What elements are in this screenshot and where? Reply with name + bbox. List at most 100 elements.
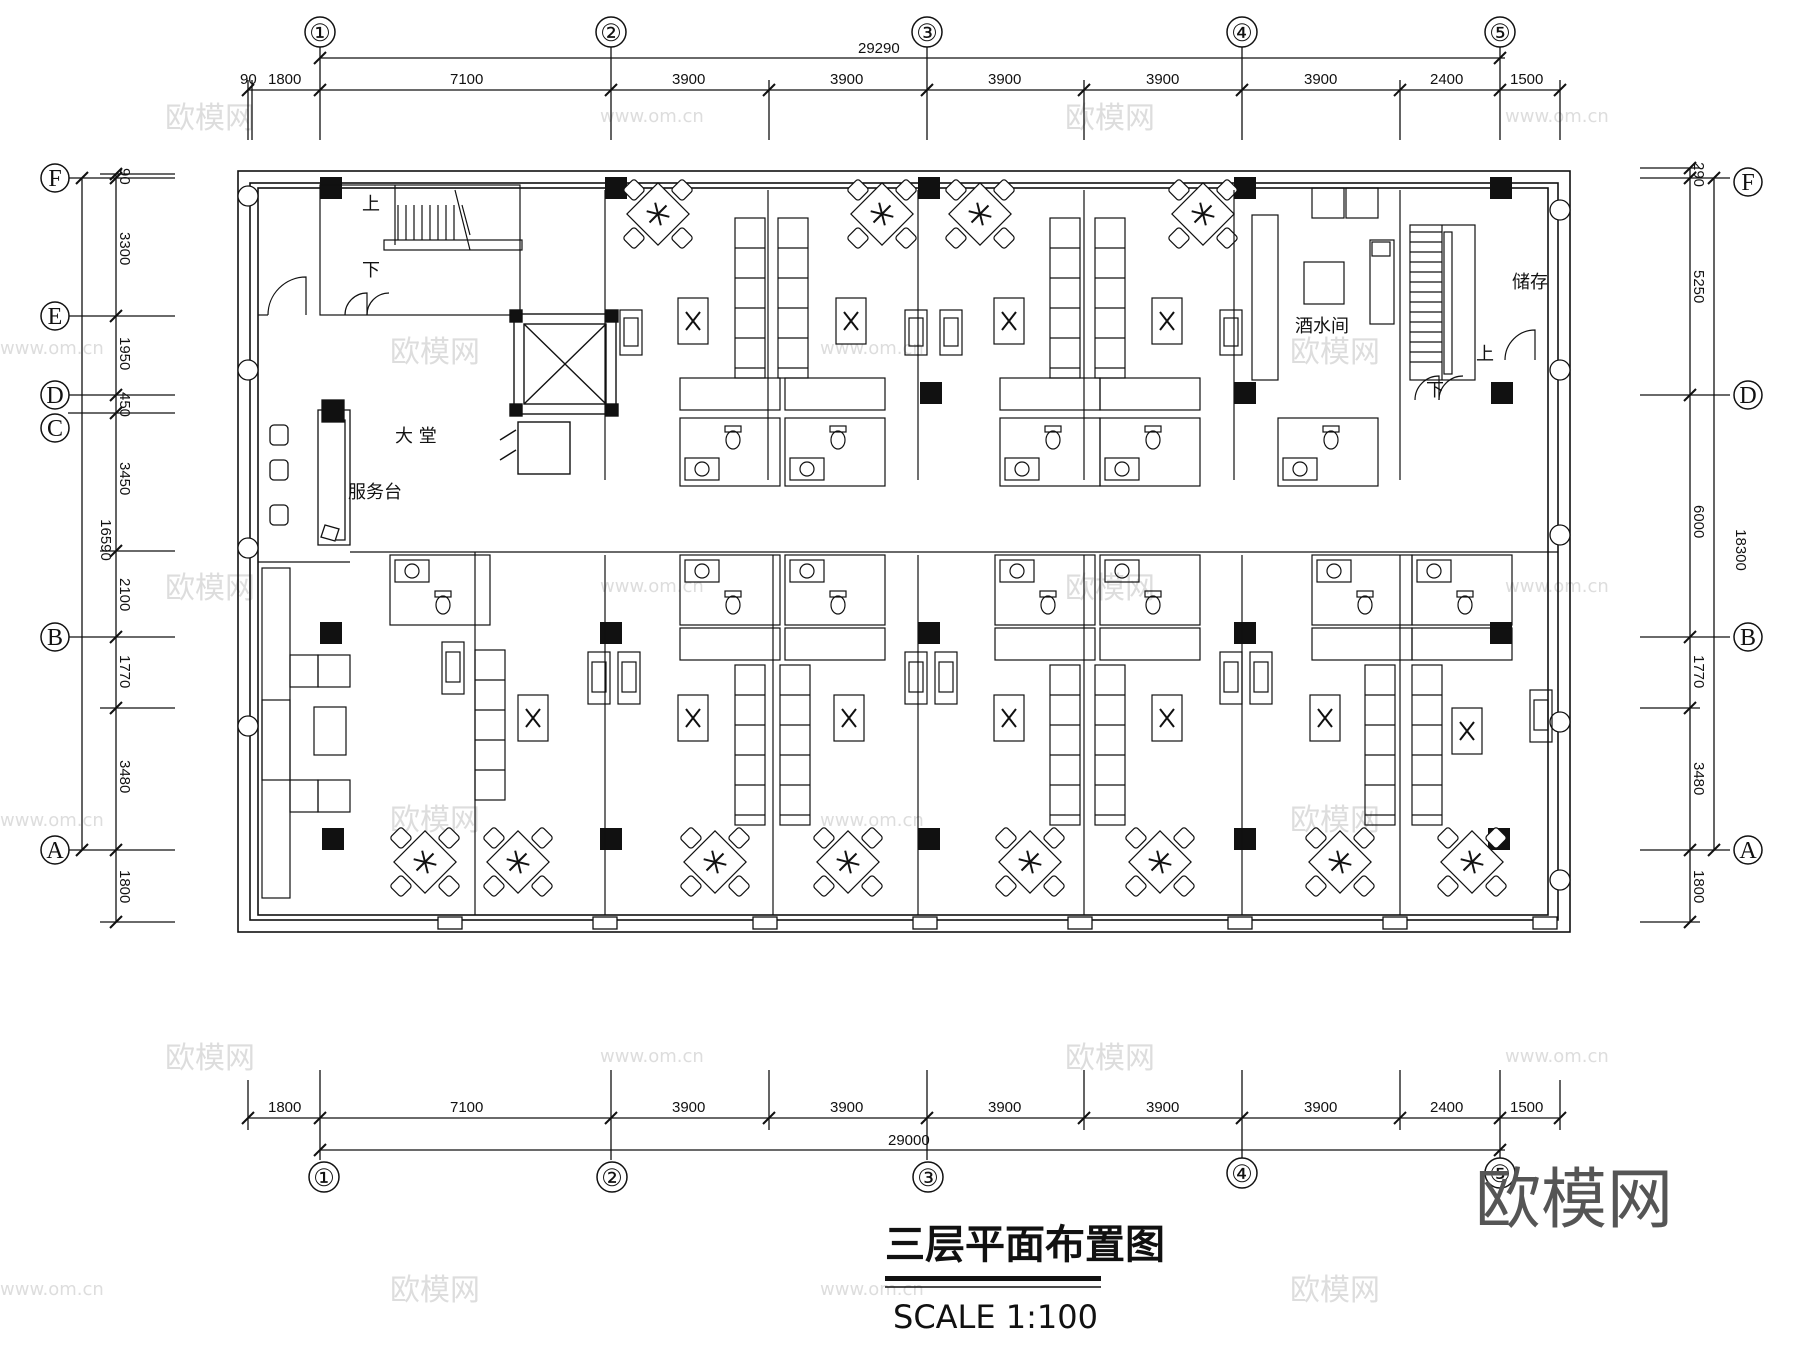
sofa <box>1094 217 1126 379</box>
chair <box>861 875 883 897</box>
left-dim-5: 2100 <box>116 578 133 611</box>
tv-screen <box>1223 317 1239 347</box>
chair <box>1353 827 1375 849</box>
pilaster <box>237 537 259 559</box>
bottom-dim-1: 7100 <box>450 1099 483 1116</box>
left-dim-4: 3450 <box>116 462 133 495</box>
sofa <box>474 649 506 801</box>
top-dim-1: 1800 <box>268 71 301 88</box>
chair <box>1043 827 1065 849</box>
plant-icon <box>685 311 701 331</box>
title-underline <box>885 1276 1101 1281</box>
chair <box>1485 827 1507 849</box>
dining-table-set <box>680 827 750 897</box>
left-dimension-chain <box>68 173 175 923</box>
vanity <box>684 457 720 481</box>
sofa <box>679 377 781 411</box>
tv-cabinet <box>904 651 928 705</box>
top-dimension-ticks <box>241 51 1567 97</box>
pilaster <box>1549 199 1571 221</box>
watermark-brand: 欧模网 <box>165 1041 255 1076</box>
axis-row-c-left: C <box>47 416 63 442</box>
basin <box>1426 563 1442 579</box>
chair <box>728 875 750 897</box>
plant-icon <box>1001 311 1017 331</box>
plant-icon <box>836 850 860 874</box>
vanity <box>1316 559 1352 583</box>
chair <box>945 179 967 201</box>
reception-desk <box>269 399 351 546</box>
tv-screen <box>1253 661 1269 693</box>
watermark-url: www.om.cn <box>600 576 704 597</box>
right-dim-5: 1800 <box>1690 870 1707 903</box>
watermark-url: www.om.cn <box>820 810 924 831</box>
chair <box>1125 827 1147 849</box>
basin <box>694 563 710 579</box>
plant-icon <box>1328 850 1352 874</box>
dining-table-set <box>1305 827 1375 897</box>
washroom <box>679 417 781 487</box>
plant-icon <box>843 311 859 331</box>
column-square <box>600 828 622 850</box>
column-square <box>322 828 344 850</box>
chair <box>438 875 460 897</box>
washroom <box>784 554 886 626</box>
axis-col-4-top: ④ <box>1231 21 1253 47</box>
plant-icon <box>1001 708 1017 728</box>
dining-table-set <box>390 827 460 897</box>
sofa <box>1311 627 1413 661</box>
sofa <box>1099 627 1201 661</box>
plant-icon <box>968 202 992 226</box>
basin <box>694 461 710 477</box>
axis-row-d-left: D <box>46 383 63 409</box>
bottom-dim-6: 3900 <box>1304 1099 1337 1116</box>
structural-columns <box>320 177 1513 850</box>
sofa <box>777 217 809 379</box>
axis-col-1-bottom: ① <box>313 1166 335 1192</box>
plant-icon <box>1459 721 1475 741</box>
axis-col-2-top: ② <box>600 21 622 47</box>
toilet-bowl <box>1457 595 1473 615</box>
chair <box>1168 179 1190 201</box>
watermark-url: www.om.cn <box>0 338 104 359</box>
basin <box>1009 563 1025 579</box>
basin <box>799 461 815 477</box>
watermark-url: www.om.cn <box>820 1279 924 1300</box>
stair-down-label-left: 下 <box>362 260 380 281</box>
axis-row-b-left: B <box>47 625 63 651</box>
right-dimension-ticks <box>1683 161 1721 929</box>
chair <box>531 875 553 897</box>
chair <box>680 875 702 897</box>
toilet-bowl <box>830 595 846 615</box>
top-dim-0: 90 <box>240 71 257 88</box>
watermark-url: www.om.cn <box>0 1279 104 1300</box>
chair <box>1305 827 1327 849</box>
pilaster <box>752 916 778 930</box>
right-dimension-chain <box>1640 167 1730 923</box>
chair <box>1216 227 1238 249</box>
vanity <box>1282 457 1318 481</box>
column-square <box>1490 177 1512 199</box>
bottom-dim-4: 3900 <box>988 1099 1021 1116</box>
chair <box>895 179 917 201</box>
pilaster <box>237 715 259 737</box>
basin <box>799 563 815 579</box>
toilet-tank <box>829 590 847 598</box>
sofa <box>734 217 766 379</box>
basin <box>404 563 420 579</box>
chair <box>995 875 1017 897</box>
top-dim-5: 3900 <box>988 71 1021 88</box>
chair <box>390 827 412 849</box>
tv-cabinet <box>1529 689 1553 743</box>
top-dim-6: 3900 <box>1146 71 1179 88</box>
toilet-tank <box>1322 425 1340 433</box>
left-dimension-ticks <box>75 167 123 929</box>
plant-icon <box>703 850 727 874</box>
chair <box>1305 875 1327 897</box>
watermark-url: www.om.cn <box>600 106 704 127</box>
left-total-dimension: 16590 <box>97 519 114 561</box>
plant-icon <box>413 850 437 874</box>
chair <box>1168 227 1190 249</box>
chair <box>993 227 1015 249</box>
chair <box>671 227 693 249</box>
